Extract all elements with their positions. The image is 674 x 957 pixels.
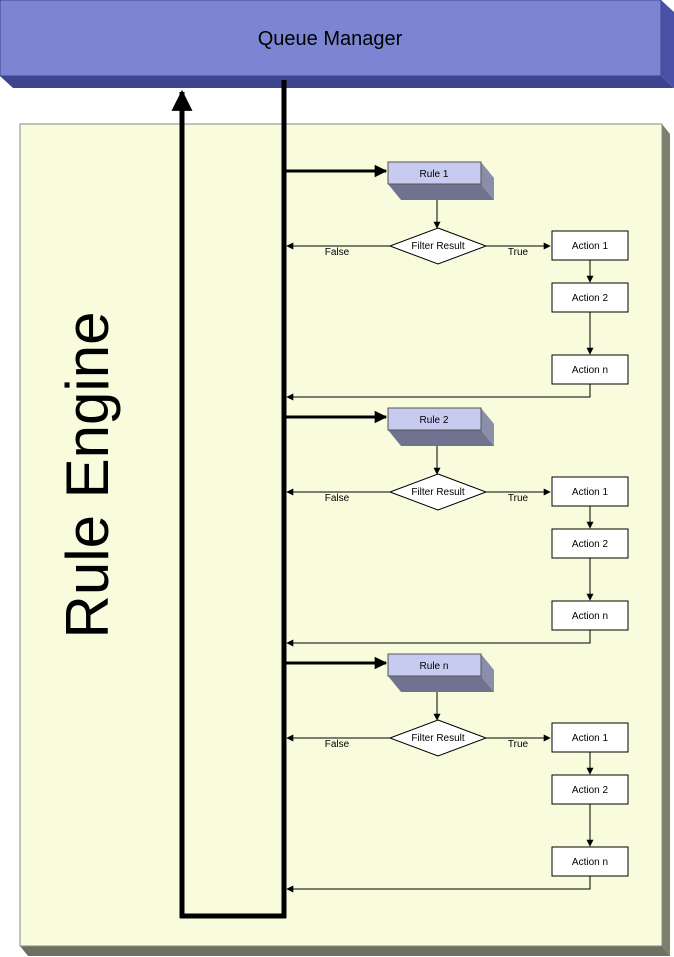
- action-label: Action n: [572, 365, 608, 376]
- action-label: Action n: [572, 611, 608, 622]
- true-label: True: [508, 739, 529, 750]
- action-box: Action n: [551, 354, 629, 385]
- true-label: True: [508, 493, 529, 504]
- rule-label: Rule 2: [420, 415, 449, 426]
- queue-manager-box: Queue Manager: [0, 0, 674, 88]
- true-label: True: [508, 247, 529, 258]
- rule-label: Rule n: [420, 661, 449, 672]
- action-label: Action 2: [572, 293, 609, 304]
- action-label: Action 1: [572, 733, 609, 744]
- action-box: Action n: [551, 600, 629, 631]
- false-label: False: [325, 247, 350, 258]
- filter-label: Filter Result: [411, 241, 465, 252]
- false-label: False: [325, 739, 350, 750]
- queue-manager-label: Queue Manager: [258, 28, 403, 50]
- filter-diamond: Filter Result: [388, 227, 488, 265]
- rule-box: Rule 1: [387, 161, 494, 200]
- action-box: Action n: [551, 846, 629, 877]
- filter-diamond: Filter Result: [388, 473, 488, 511]
- filter-diamond: Filter Result: [388, 719, 488, 757]
- action-box: Action 2: [551, 282, 629, 313]
- return-arrow: [286, 876, 591, 893]
- action-box: Action 2: [551, 528, 629, 559]
- action-box: Action 1: [551, 722, 629, 753]
- action-label: Action 2: [572, 785, 609, 796]
- rule-label: Rule 1: [420, 169, 449, 180]
- rule-box: Rule n: [387, 653, 494, 692]
- action-label: Action 1: [572, 241, 609, 252]
- false-label: False: [325, 493, 350, 504]
- rule-engine-label: Rule Engine: [54, 312, 121, 639]
- action-box: Action 1: [551, 230, 629, 261]
- action-label: Action n: [572, 857, 608, 868]
- return-arrow: [286, 630, 591, 647]
- action-label: Action 1: [572, 487, 609, 498]
- filter-label: Filter Result: [411, 733, 465, 744]
- rule-engine-panel: Rule Engine: [19, 123, 670, 956]
- filter-label: Filter Result: [411, 487, 465, 498]
- action-box: Action 2: [551, 774, 629, 805]
- return-arrow: [286, 384, 591, 401]
- action-box: Action 1: [551, 476, 629, 507]
- rule-box: Rule 2: [387, 407, 494, 446]
- main-loop: [171, 80, 287, 919]
- action-label: Action 2: [572, 539, 609, 550]
